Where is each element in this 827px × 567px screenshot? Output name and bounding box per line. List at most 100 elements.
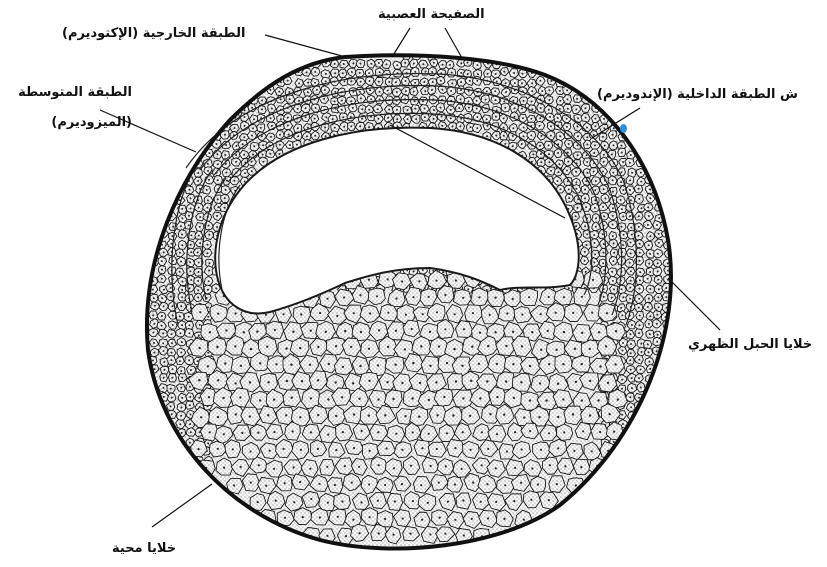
cell-nucleus	[549, 116, 551, 118]
cell-nucleus	[486, 483, 488, 485]
pointer-neural-plate-right	[445, 28, 462, 58]
cell-nucleus	[422, 63, 424, 65]
cell-nucleus	[557, 117, 559, 119]
cell-nucleus	[260, 127, 262, 129]
cell-nucleus	[539, 382, 541, 384]
cell-nucleus	[630, 280, 632, 282]
cell-nucleus	[405, 80, 407, 82]
cell-nucleus	[450, 109, 452, 111]
cell-nucleus	[217, 206, 219, 208]
cell-nucleus	[407, 118, 409, 120]
cell-nucleus	[472, 482, 474, 484]
cell-nucleus	[216, 153, 218, 155]
cell-nucleus	[319, 516, 321, 518]
cell-nucleus	[540, 349, 542, 351]
cell-nucleus	[181, 289, 183, 291]
cell-nucleus	[460, 62, 462, 64]
cell-nucleus	[199, 324, 201, 326]
cell-nucleus	[420, 484, 422, 486]
cell-nucleus	[360, 98, 362, 100]
cell-nucleus	[581, 399, 583, 401]
cell-nucleus	[392, 534, 394, 536]
cell-nucleus	[207, 289, 209, 291]
cell-nucleus	[309, 468, 311, 470]
cell-nucleus	[325, 331, 327, 333]
cell-nucleus	[503, 518, 505, 520]
cell-nucleus	[250, 482, 252, 484]
cell-nucleus	[171, 413, 173, 415]
cell-nucleus	[395, 81, 397, 83]
cell-nucleus	[224, 207, 226, 209]
cell-nucleus	[414, 100, 416, 102]
cell-nucleus	[297, 108, 299, 110]
cell-nucleus	[257, 501, 259, 503]
cell-nucleus	[234, 312, 236, 314]
cell-nucleus	[622, 216, 624, 218]
cell-nucleus	[469, 415, 471, 417]
cell-nucleus	[395, 433, 397, 435]
cell-nucleus	[595, 180, 597, 182]
cell-nucleus	[252, 154, 254, 156]
cell-nucleus	[639, 315, 641, 317]
cell-nucleus	[566, 170, 568, 172]
cell-nucleus	[350, 125, 352, 127]
cell-nucleus	[572, 413, 574, 415]
cell-nucleus	[594, 189, 596, 191]
cell-nucleus	[170, 388, 172, 390]
cell-nucleus	[198, 397, 200, 399]
cell-nucleus	[162, 342, 164, 344]
cell-nucleus	[658, 288, 660, 290]
cell-nucleus	[181, 208, 183, 210]
cell-nucleus	[541, 135, 543, 137]
cell-nucleus	[467, 62, 469, 64]
cell-nucleus	[574, 348, 576, 350]
cell-nucleus	[197, 251, 199, 253]
cell-nucleus	[514, 82, 516, 84]
cell-nucleus	[302, 516, 304, 518]
cell-nucleus	[487, 73, 489, 75]
cell-nucleus	[325, 116, 327, 118]
cell-nucleus	[581, 332, 583, 334]
cell-nucleus	[217, 448, 219, 450]
cell-nucleus	[530, 101, 532, 103]
cell-nucleus	[289, 98, 291, 100]
cell-nucleus	[269, 450, 271, 452]
cell-nucleus	[586, 161, 588, 163]
cell-nucleus	[396, 91, 398, 93]
cell-nucleus	[586, 233, 588, 235]
cell-nucleus	[189, 404, 191, 406]
cell-nucleus	[424, 108, 426, 110]
cell-nucleus	[360, 501, 362, 503]
cell-nucleus	[665, 287, 667, 289]
cell-nucleus	[359, 365, 361, 367]
cell-nucleus	[559, 135, 561, 137]
cell-nucleus	[292, 430, 294, 432]
cell-nucleus	[560, 188, 562, 190]
cell-nucleus	[621, 414, 623, 416]
cell-nucleus	[612, 172, 614, 174]
cell-nucleus	[163, 350, 165, 352]
cell-nucleus	[188, 359, 190, 361]
cell-nucleus	[163, 289, 165, 291]
cell-nucleus	[189, 189, 191, 191]
cell-nucleus	[549, 464, 551, 466]
cell-nucleus	[317, 448, 319, 450]
cell-nucleus	[607, 382, 609, 384]
cell-nucleus	[620, 181, 622, 183]
cell-nucleus	[421, 447, 423, 449]
cell-nucleus	[217, 163, 219, 165]
cell-nucleus	[495, 135, 497, 137]
cell-nucleus	[232, 448, 234, 450]
cell-nucleus	[630, 270, 632, 272]
cell-nucleus	[452, 126, 454, 128]
cell-nucleus	[170, 352, 172, 354]
cell-nucleus	[649, 197, 651, 199]
cell-nucleus	[447, 501, 449, 503]
cell-nucleus	[197, 360, 199, 362]
cell-nucleus	[593, 134, 595, 136]
cell-nucleus	[613, 242, 615, 244]
cell-nucleus	[630, 227, 632, 229]
cell-nucleus	[224, 362, 226, 364]
cell-nucleus	[395, 330, 397, 332]
cell-nucleus	[300, 449, 302, 451]
